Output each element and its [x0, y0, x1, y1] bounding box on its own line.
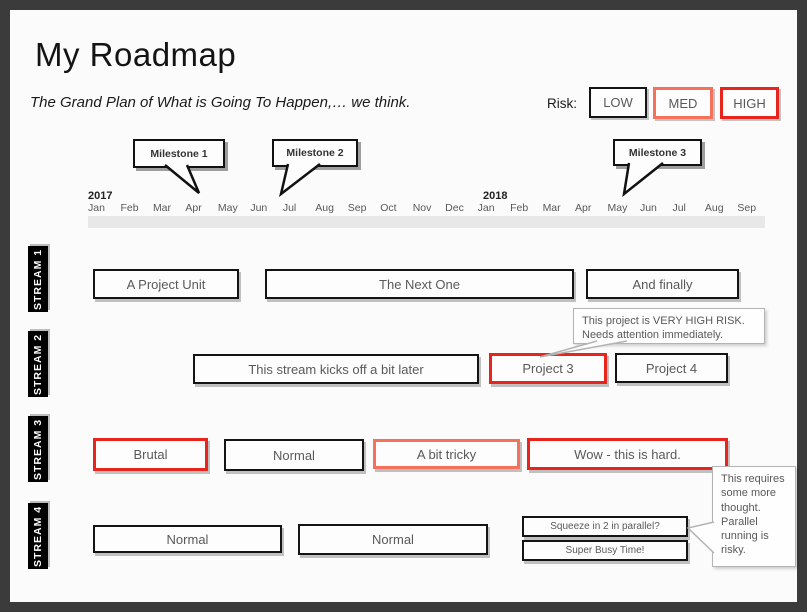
stream-4-label: STREAM 4 — [28, 503, 48, 569]
project-box-super-busy-time[interactable]: Super Busy Time! — [522, 540, 688, 561]
stream-1-label: STREAM 1 — [28, 246, 48, 312]
month-label: Feb — [120, 202, 139, 214]
timeline-bar — [88, 216, 765, 228]
project-label: Squeeze in 2 in parallel? — [550, 521, 660, 532]
month-label: May — [217, 202, 238, 214]
month-label: Nov — [412, 202, 432, 214]
month-label: Dec — [445, 202, 464, 214]
project-label: Brutal — [133, 447, 168, 462]
month-label: Sep — [737, 202, 757, 214]
callout-parallel-running[interactable]: This requires some more thought. Paralle… — [712, 466, 796, 567]
month-label: Apr — [575, 202, 592, 214]
project-box-the-next-one[interactable]: The Next One — [265, 269, 574, 299]
timeline-year-2018: 2018 — [483, 190, 508, 202]
project-box-wow-this-is-hard[interactable]: Wow - this is hard. — [527, 438, 728, 470]
project-label: Super Busy Time! — [565, 545, 645, 556]
month-label: Feb — [510, 202, 529, 214]
risk-legend-high[interactable]: HIGH — [720, 87, 779, 119]
project-label: And finally — [632, 276, 693, 292]
project-box-normal-s4-b[interactable]: Normal — [298, 524, 488, 555]
month-label: Jul — [672, 202, 686, 214]
callout-parallel-running-tail — [686, 521, 715, 554]
project-label: A Project Unit — [126, 276, 206, 292]
project-label: Normal — [166, 531, 209, 547]
stream-3-label: STREAM 3 — [28, 416, 48, 482]
risk-legend-low-label: LOW — [603, 95, 633, 110]
project-label: Normal — [273, 447, 315, 463]
month-label: Jun — [639, 202, 657, 214]
timeline-year-2017: 2017 — [88, 190, 113, 202]
project-box-normal-s4-a[interactable]: Normal — [93, 525, 282, 553]
project-label: Normal — [372, 532, 414, 547]
month-label: May — [607, 202, 628, 214]
stream-2-label: STREAM 2 — [28, 331, 48, 397]
month-label: Jan — [88, 202, 105, 214]
month-label: Jun — [250, 202, 268, 214]
project-label: This stream kicks off a bit later — [248, 361, 424, 377]
month-label: Mar — [542, 202, 561, 214]
project-box-a-project-unit[interactable]: A Project Unit — [93, 269, 239, 299]
milestone-3-flag[interactable]: Milestone 3 — [613, 139, 702, 166]
milestone-2-label: Milestone 2 — [286, 147, 344, 159]
project-box-project-4[interactable]: Project 4 — [615, 353, 728, 383]
risk-legend-med[interactable]: MED — [653, 87, 713, 119]
page-title: My Roadmap — [35, 36, 237, 73]
milestone-1-pointer — [164, 164, 201, 194]
project-label: The Next One — [379, 276, 460, 292]
project-label: A bit tricky — [416, 446, 477, 462]
risk-legend-med-label: MED — [668, 95, 698, 111]
month-label: Jan — [477, 202, 495, 214]
callout-very-high-risk[interactable]: This project is VERY HIGH RISK. Needs at… — [573, 308, 765, 344]
milestone-2-flag[interactable]: Milestone 2 — [272, 139, 358, 167]
project-box-a-bit-tricky[interactable]: A bit tricky — [373, 439, 520, 469]
slide-canvas: My Roadmap The Grand Plan of What is Goi… — [10, 10, 797, 602]
month-label: Sep — [347, 202, 367, 214]
project-box-normal-s3[interactable]: Normal — [224, 439, 364, 471]
milestone-1-flag[interactable]: Milestone 1 — [133, 139, 225, 168]
risk-legend-high-label: HIGH — [733, 95, 766, 111]
month-label: Oct — [380, 202, 397, 214]
project-box-project-3[interactable]: Project 3 — [489, 353, 607, 384]
milestone-1-label: Milestone 1 — [150, 147, 208, 160]
month-label: Aug — [704, 202, 724, 214]
project-box-and-finally[interactable]: And finally — [586, 269, 739, 299]
project-box-stream-kicks-off-later[interactable]: This stream kicks off a bit later — [193, 354, 479, 384]
risk-legend-label: Risk: — [547, 96, 577, 111]
month-label: Aug — [315, 202, 334, 214]
month-label: Apr — [185, 202, 202, 214]
project-box-squeeze-in-2[interactable]: Squeeze in 2 in parallel? — [522, 516, 688, 537]
project-label: Project 4 — [645, 360, 698, 376]
callout-text: This requires some more thought. Paralle… — [721, 473, 785, 557]
milestone-2-pointer — [278, 163, 321, 198]
project-label: Wow - this is hard. — [574, 446, 681, 462]
page-subtitle: The Grand Plan of What is Going To Happe… — [30, 94, 411, 111]
callout-text: This project is VERY HIGH RISK. Needs at… — [582, 315, 745, 342]
month-row: Jan Feb Mar Apr May Jun Jul Aug Sep Oct Nov Dec Jan F… — [88, 202, 770, 214]
month-label: Jul — [282, 202, 297, 214]
milestone-3-label: Milestone 3 — [628, 146, 687, 159]
project-box-brutal[interactable]: Brutal — [93, 438, 208, 471]
milestone-3-pointer — [622, 162, 664, 197]
project-label: Project 3 — [522, 361, 574, 376]
month-label: Mar — [152, 202, 172, 214]
risk-legend-low[interactable]: LOW — [589, 87, 647, 118]
